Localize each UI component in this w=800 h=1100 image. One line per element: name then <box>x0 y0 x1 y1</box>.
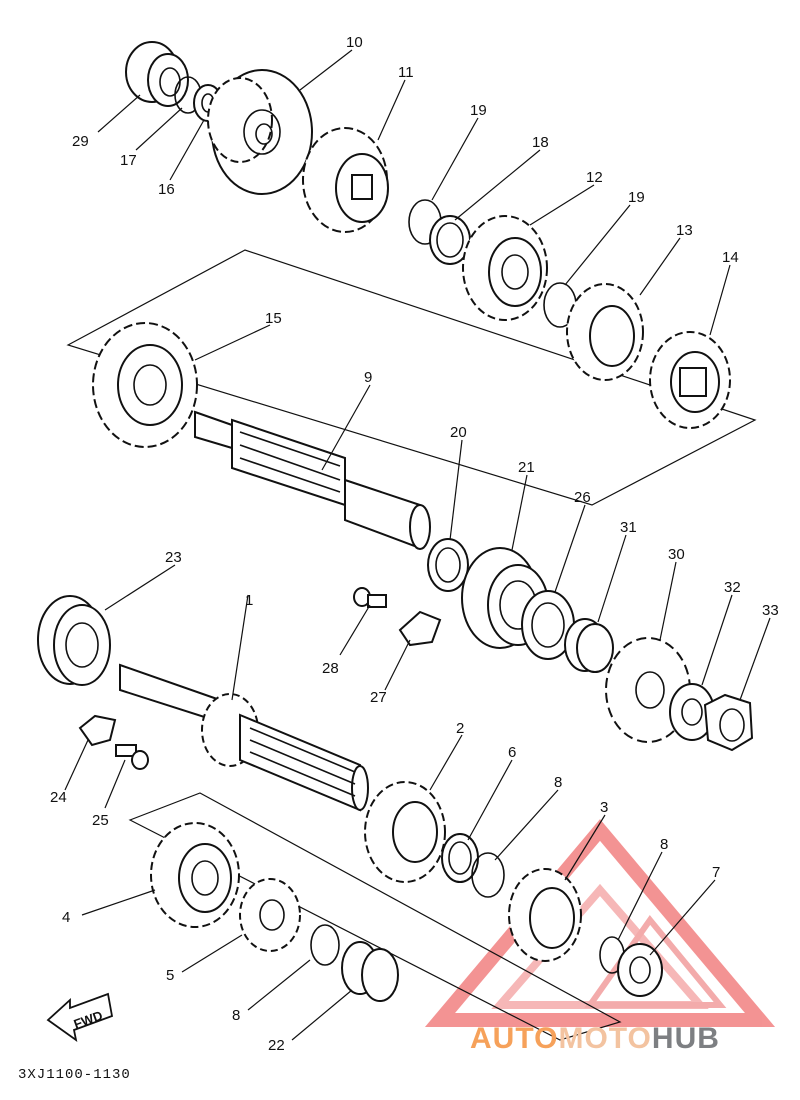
part-9-main-shaft <box>194 410 431 550</box>
part-21-bearing <box>461 547 549 649</box>
part-20-washer <box>427 538 469 592</box>
watermark-part-auto: AUTO <box>470 1022 558 1055</box>
callout-19a: 19 <box>470 102 487 119</box>
callout-22: 22 <box>268 1037 285 1054</box>
callout-14: 14 <box>722 249 739 266</box>
part-27-stopper <box>398 610 442 647</box>
part-2-gear <box>364 781 446 883</box>
callout-32: 32 <box>724 579 741 596</box>
part-24-stopper <box>78 714 117 747</box>
part-33-nut <box>703 693 754 752</box>
part-31-collar <box>564 618 614 673</box>
part-13-gear <box>566 283 644 381</box>
callout-15: 15 <box>265 310 282 327</box>
part-25-screw <box>115 744 149 770</box>
callout-5: 5 <box>166 967 174 984</box>
watermark-part-hub: HUB <box>652 1022 720 1055</box>
part-5-gear <box>239 878 301 952</box>
callout-7: 7 <box>712 864 720 881</box>
part-10-gear <box>207 69 313 195</box>
part-29-bearing <box>125 41 189 107</box>
callout-29: 29 <box>72 133 89 150</box>
callout-20: 20 <box>450 424 467 441</box>
part-7-washer <box>617 943 663 997</box>
fwd-arrow-icon: FWD <box>46 992 114 1043</box>
watermark-text: AUTOMOTOHUB <box>470 1022 720 1055</box>
part-12-gear <box>462 215 548 321</box>
callout-33: 33 <box>762 602 779 619</box>
part-3-gear <box>508 868 582 962</box>
callout-27: 27 <box>370 689 387 706</box>
callout-8b: 8 <box>660 836 668 853</box>
part-22-bearing <box>341 941 399 1002</box>
callout-28: 28 <box>322 660 339 677</box>
callout-24: 24 <box>50 789 67 806</box>
callout-8a: 8 <box>554 774 562 791</box>
callout-25: 25 <box>92 812 109 829</box>
callout-2: 2 <box>456 720 464 737</box>
callout-21: 21 <box>518 459 535 476</box>
callout-30: 30 <box>668 546 685 563</box>
callout-26: 26 <box>574 489 591 506</box>
part-15-gear <box>92 322 198 448</box>
callout-9: 9 <box>364 369 372 386</box>
part-28-screw <box>353 587 387 608</box>
watermark-part-moto: MOTO <box>558 1022 651 1055</box>
watermark-logo <box>424 819 776 1027</box>
callout-31: 31 <box>620 519 637 536</box>
callout-17: 17 <box>120 152 137 169</box>
part-14-gear <box>649 331 731 429</box>
callout-4: 4 <box>62 909 70 926</box>
part-1-drive-axle <box>119 663 369 812</box>
lower-assembly-outline <box>128 792 622 1041</box>
callout-11: 11 <box>398 64 414 81</box>
callout-10: 10 <box>346 34 363 51</box>
callout-3: 3 <box>600 799 608 816</box>
callout-23: 23 <box>165 549 182 566</box>
callout-12: 12 <box>586 169 603 186</box>
part-8-circlip-lower <box>310 924 340 966</box>
callout-labels: 10 11 19 18 12 19 13 14 29 17 16 15 9 20… <box>50 34 779 1054</box>
callout-6: 6 <box>508 744 516 761</box>
callout-16: 16 <box>158 181 175 198</box>
callout-1: 1 <box>245 592 253 609</box>
part-4-gear <box>150 822 240 928</box>
part-11-gear <box>302 127 389 233</box>
drawing-code: 3XJ1100-1130 <box>18 1067 131 1083</box>
leader-lines <box>64 49 771 1041</box>
part-8-circlip-middle <box>471 852 505 898</box>
callout-18: 18 <box>532 134 549 151</box>
callout-8c: 8 <box>232 1007 240 1024</box>
callout-13: 13 <box>676 222 693 239</box>
part-23-bearing <box>37 595 111 686</box>
upper-assembly-outline <box>66 249 757 506</box>
callout-19b: 19 <box>628 189 645 206</box>
